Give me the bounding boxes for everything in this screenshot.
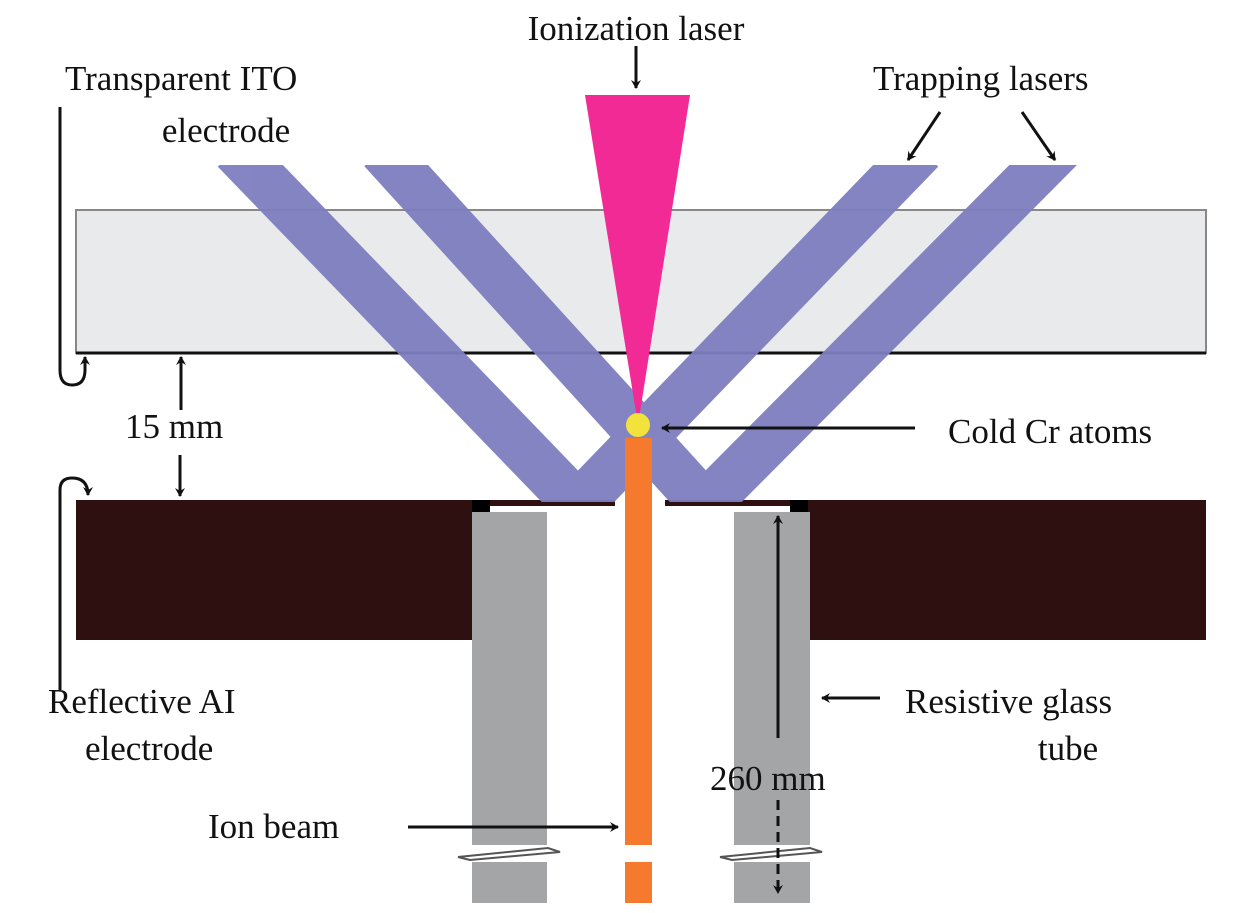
ion-beam-label: Ion beam bbox=[208, 807, 339, 846]
tube-break-marks bbox=[457, 846, 823, 862]
trapping-laser-arrow-2 bbox=[1020, 111, 1057, 161]
cold-cr-atoms bbox=[626, 413, 650, 437]
ionization-laser-beam bbox=[585, 95, 690, 425]
ion-beam bbox=[625, 438, 652, 903]
trapping-lasers bbox=[217, 165, 1077, 502]
al-bracket bbox=[58, 476, 93, 690]
gap-label: 15 mm bbox=[125, 407, 223, 446]
ito-bracket bbox=[58, 107, 90, 387]
glass-tube-label-2: tube bbox=[1038, 729, 1098, 768]
glass-tube-label-1: Resistive glass bbox=[905, 682, 1112, 721]
al-electrode-label-1: Reflective AI bbox=[48, 682, 236, 721]
cold-atoms-label: Cold Cr atoms bbox=[948, 412, 1152, 451]
al-electrode bbox=[76, 500, 1206, 640]
trapping-lasers-label: Trapping lasers bbox=[873, 59, 1089, 98]
ito-electrode-label-2: electrode bbox=[162, 111, 290, 150]
ionization-laser-label: Ionization laser bbox=[528, 9, 745, 48]
tube-length-label: 260 mm bbox=[710, 759, 826, 798]
al-electrode-label-2: electrode bbox=[85, 729, 213, 768]
resistive-glass-tube bbox=[472, 512, 810, 903]
trapping-laser-arrow-1 bbox=[906, 111, 942, 161]
ito-electrode-label-1: Transparent ITO bbox=[65, 59, 297, 98]
